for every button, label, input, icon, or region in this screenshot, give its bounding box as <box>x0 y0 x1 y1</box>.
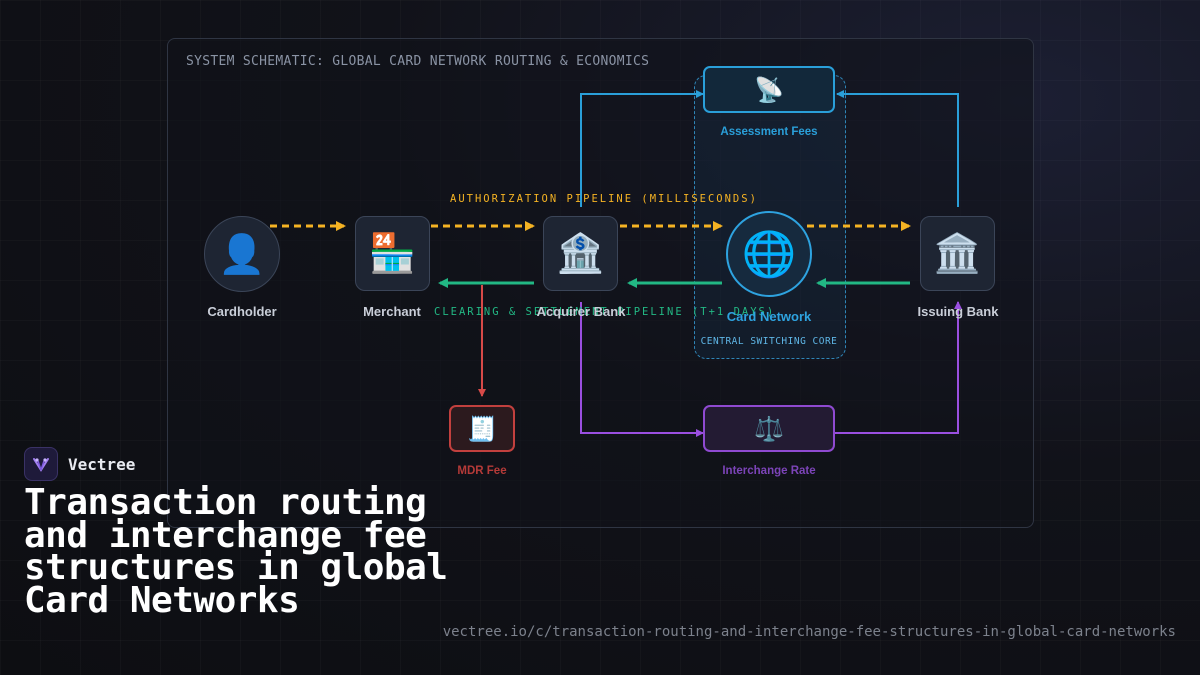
acquirer-bank-node: 🏦 <box>543 216 618 291</box>
card-network-node: 🌐 <box>726 211 812 297</box>
central-switching-core-label: CENTRAL SWITCHING CORE <box>700 336 838 347</box>
acquirer-bank-label: Acquirer Bank <box>536 304 626 319</box>
receipt-icon: 🧾 <box>467 414 497 443</box>
issuing-bank-label: Issuing Bank <box>917 304 999 319</box>
issuing-bank-node: 🏛️ <box>920 216 995 291</box>
person-icon: 👤 <box>218 231 266 276</box>
assessment-arrow-issuer <box>836 90 959 207</box>
interchange-rate-box: ⚖️ <box>703 405 835 452</box>
store-icon: 🏪 <box>368 231 417 275</box>
merchant-node: 🏪 <box>355 216 430 291</box>
interchange-rate-label: Interchange Rate <box>722 465 816 477</box>
merchant-label: Merchant <box>363 304 421 319</box>
mdr-fee-box: 🧾 <box>449 405 515 452</box>
vectree-logo-icon <box>24 447 58 481</box>
assessment-fees-label: Assessment Fees <box>720 126 818 138</box>
auth-pipeline-label: AUTHORIZATION PIPELINE (MILLISECONDS) <box>450 193 758 205</box>
headline: Transaction routing and interchange fee … <box>24 482 448 621</box>
interchange-arrow-acquirer <box>580 302 704 437</box>
classical-building-icon: 🏛️ <box>933 231 982 275</box>
brand: Vectree <box>24 447 135 481</box>
scales-icon: ⚖️ <box>754 414 784 443</box>
bank-icon: 🏦 <box>556 231 605 275</box>
globe-icon: 🌐 <box>741 229 797 280</box>
interchange-arrow-issuer <box>835 301 962 434</box>
brand-name: Vectree <box>68 454 136 474</box>
cardholder-label: Cardholder <box>207 304 277 319</box>
assessment-fees-box: 📡 <box>703 66 835 113</box>
cardholder-node: 👤 <box>204 216 280 292</box>
clearing-pipeline-label: CLEARING & SETTLEMENT PIPELINE (T+1 DAYS… <box>434 306 776 318</box>
assessment-arrow-acquirer <box>580 90 704 207</box>
schematic-title: SYSTEM SCHEMATIC: GLOBAL CARD NETWORK RO… <box>186 54 650 69</box>
mdr-fee-label: MDR Fee <box>457 465 507 477</box>
satellite-dish-icon: 📡 <box>754 75 784 104</box>
central-switching-core-zone <box>694 75 846 359</box>
card-network-label: Card Network <box>726 309 812 324</box>
article-url[interactable]: vectree.io/c/transaction-routing-and-int… <box>442 624 1176 640</box>
